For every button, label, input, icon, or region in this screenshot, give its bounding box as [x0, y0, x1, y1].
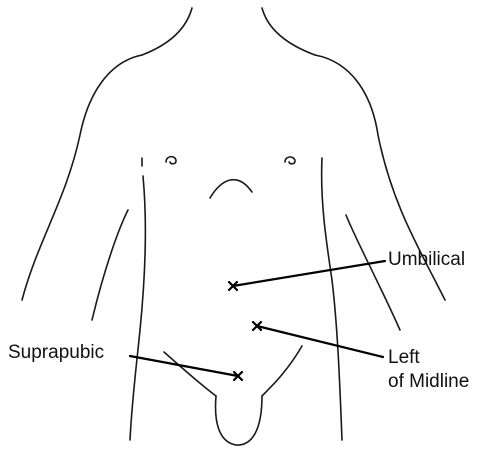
umbilical-label: Umbilical — [388, 249, 465, 271]
rib-arch — [210, 180, 252, 198]
left-groin-line — [164, 352, 216, 396]
left-shoulder-arm-outline — [22, 55, 142, 300]
left-nipple — [166, 157, 176, 164]
neck-right-outline — [262, 8, 315, 55]
suprapubic-label: Suprapubic — [8, 342, 104, 364]
right-nipple — [285, 157, 295, 164]
neck-left-outline — [142, 8, 192, 55]
left-torso-outline — [130, 158, 145, 440]
right-groin-line — [262, 346, 302, 396]
left-inner-arm-outline — [92, 210, 128, 320]
left-of-midline-leader-line — [257, 326, 383, 357]
left-of-midline-label-line1: Left — [388, 347, 420, 369]
right-inner-arm-outline — [346, 215, 400, 330]
umbilical-leader-line — [233, 261, 385, 286]
suprapubic-leader-line — [130, 356, 238, 376]
right-torso-outline — [322, 158, 342, 440]
genital-outline — [216, 396, 262, 445]
left-of-midline-label-line2: of Midline — [388, 371, 469, 393]
